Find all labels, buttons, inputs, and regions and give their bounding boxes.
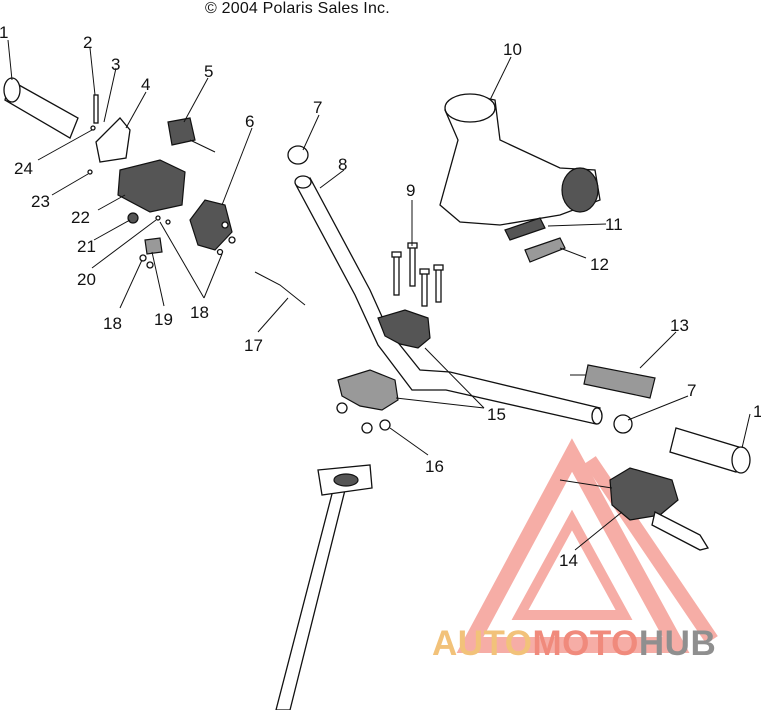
callout-17: 17 [244, 336, 263, 355]
throttle-grip [570, 364, 656, 399]
steering-post [275, 464, 373, 711]
clamp-bolts [391, 242, 444, 307]
screw [93, 94, 99, 124]
pad-bracket [504, 217, 566, 263]
throttle-cable [254, 271, 306, 306]
watermark-brand: AUTOMOTOHUB [432, 624, 716, 664]
watermark-part-2: MOTO [532, 624, 639, 663]
handlebar-pad [439, 93, 601, 226]
callout-9: 9 [406, 181, 415, 200]
callout-3: 3 [111, 55, 120, 74]
brake-lever-assembly [559, 467, 710, 551]
callout-leaders [7, 39, 751, 551]
handlebar-clamps [337, 309, 431, 411]
right-grip [669, 427, 751, 474]
watermark-part-1: AUTO [432, 624, 533, 663]
callout-24: 24 [14, 159, 33, 178]
callout-1-left: 1 [0, 23, 8, 42]
callout-4: 4 [141, 75, 150, 94]
copyright-text: © 2004 Polaris Sales Inc. [205, 0, 390, 17]
callout-14: 14 [559, 551, 578, 570]
callout-23: 23 [31, 192, 50, 211]
callout-18-left: 18 [103, 314, 122, 333]
callout-7-right: 7 [687, 381, 696, 400]
switch-bracket [95, 117, 131, 163]
nuts [336, 402, 391, 434]
callout-10: 10 [503, 40, 522, 59]
callout-2: 2 [83, 33, 92, 52]
callout-13: 13 [670, 316, 689, 335]
handlebar [294, 175, 603, 425]
callout-labels: 1 2 3 4 5 6 7 8 9 10 11 12 13 7 1 14 15 … [0, 23, 761, 570]
callout-12: 12 [590, 255, 609, 274]
callout-11: 11 [605, 215, 623, 234]
callout-8: 8 [338, 155, 347, 174]
callout-20: 20 [77, 270, 96, 289]
small-hardware [87, 125, 224, 269]
throttle-housing [189, 199, 236, 251]
callout-15: 15 [487, 405, 506, 424]
callout-7-top: 7 [313, 98, 322, 117]
watermark-logo [456, 438, 718, 653]
left-grip [3, 77, 79, 139]
watermark-part-3: HUB [638, 624, 717, 663]
callout-21: 21 [77, 237, 96, 256]
callout-22: 22 [71, 208, 90, 227]
switch-housing [117, 159, 186, 213]
callout-6: 6 [245, 112, 254, 131]
callout-5: 5 [204, 62, 213, 81]
end-plugs [287, 145, 633, 434]
switch [167, 117, 216, 153]
callout-16: 16 [425, 457, 444, 476]
callout-19: 19 [154, 310, 173, 329]
callout-18-right: 18 [190, 303, 209, 322]
callout-1-right: 1 [753, 402, 761, 421]
